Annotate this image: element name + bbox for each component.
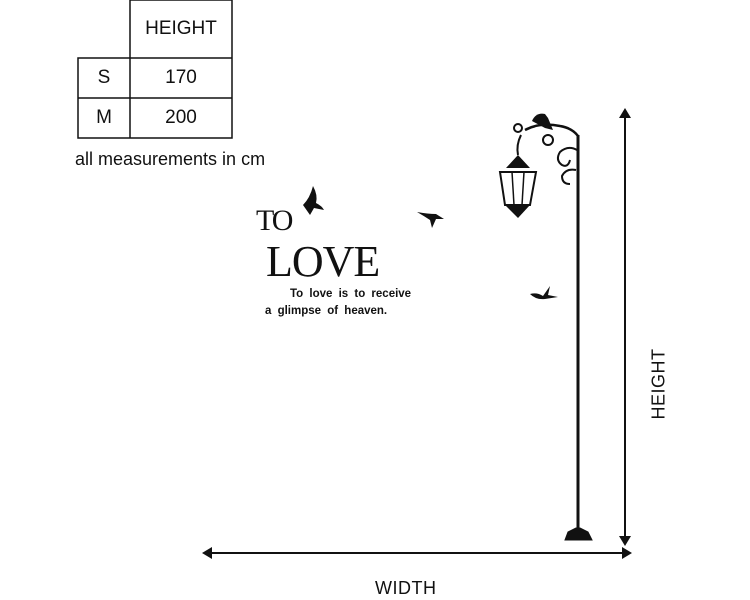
height-arrow [619, 108, 631, 546]
table-header-height: HEIGHT [145, 18, 217, 39]
quote-line-1: To love is to receive [290, 288, 412, 300]
size-label-m: M [96, 107, 112, 128]
bird-silhouettes [303, 186, 558, 300]
height-value-m: 200 [165, 107, 197, 128]
table-borders [77, 0, 233, 139]
width-arrow [202, 547, 632, 559]
title-to: TO [256, 204, 293, 237]
width-dimension-label: WIDTH [375, 578, 437, 598]
street-lamp-illustration [498, 113, 593, 541]
height-dimension-label: HEIGHT [648, 348, 669, 420]
title-love: LOVE [266, 237, 380, 286]
height-value-s: 170 [165, 67, 197, 88]
measurement-note: all measurements in cm [75, 149, 266, 169]
size-label-s: S [97, 67, 111, 88]
quote-line-2: a glimpse of heaven. [265, 305, 388, 317]
